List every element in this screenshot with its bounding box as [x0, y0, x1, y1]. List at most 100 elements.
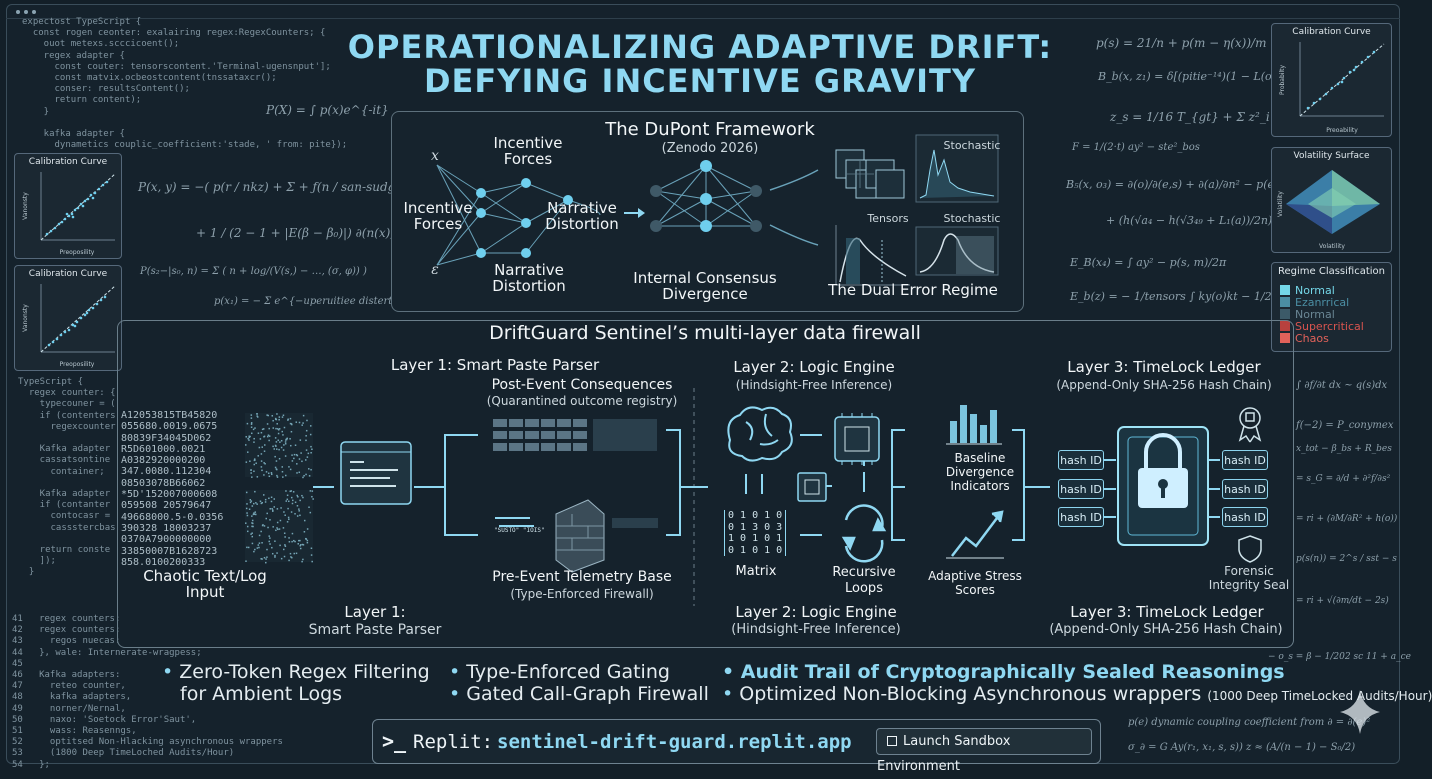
window-dot	[32, 10, 36, 14]
external-link-icon	[887, 736, 897, 746]
background-equation: B_b(x, z₁) = δ[(pitie⁻¹⁴)(1 − L(os))] / …	[1098, 70, 1315, 83]
firewall-panel	[117, 320, 1294, 648]
bullet-text: Zero-Token Regex Filtering	[179, 661, 430, 683]
packet-label: "SUSTO" "IOIS"	[494, 527, 545, 534]
baseline-divergence-label: Baseline Divergence Indicators	[945, 451, 1015, 493]
recursive-loops-label: Recursive Loops	[832, 565, 896, 596]
background-equation: σ_∂ = G Ay(r₁, x₁, s, s)) z ≈ (A/(n − 1)…	[1128, 742, 1356, 753]
post-event-label: Post-Event Consequences	[491, 377, 673, 393]
bullet-highlight: Audit Trail of Cryptographically Sealed …	[740, 661, 1285, 683]
background-equation: = ri + (∂M/∂R² + h(o))	[1296, 514, 1398, 524]
incentive-forces-top-label: Incentive Forces	[493, 134, 563, 168]
y-axis-label: Probabilty	[1279, 65, 1286, 95]
volatility-surface-chart: Volatility Surface Volatility Volatility	[1271, 147, 1392, 253]
bullet-group-audit: • Audit Trail of Cryptographically Seale…	[722, 661, 1432, 705]
layer1-footer: Layer 1:	[344, 603, 406, 621]
hash-id-box: hash ID	[1222, 507, 1268, 527]
firewall-title: DriftGuard Sentinel’s multi-layer data f…	[440, 323, 970, 343]
legend-item-normal: Normal	[1280, 285, 1335, 297]
post-event-sub: (Quarantined outcome registry)	[486, 394, 678, 408]
chart-title: Calibration Curve	[28, 269, 108, 279]
dupont-title: The DuPont Framework	[605, 119, 815, 140]
background-code-top: expectost TypeScript { const rogen ceont…	[22, 17, 348, 151]
background-equation: f(−2) = P_conymex	[1296, 420, 1394, 431]
layer1-footer-sub: Smart Paste Parser	[308, 622, 442, 638]
calibration-plot: Preoposility Vanonsty	[22, 284, 116, 368]
window-dot	[24, 10, 28, 14]
background-equation: − o_s = β − 1/202 sc 11 + a_ce	[1268, 652, 1411, 662]
bullet-text: Gated Call-Graph Firewall	[466, 683, 709, 705]
layer3-footer: Layer 3: TimeLock Ledger	[1070, 603, 1264, 621]
incentive-forces-left-label: Incentive Forces	[403, 199, 473, 233]
matrix-grid: 0 1 0 1 0 0 1 3 0 3 1 0 1 0 1 0 1 0 1 0	[724, 510, 787, 556]
background-equation: B₅(x, o₃) = ∂(o)/∂(e,s) + ∂(a)/∂n² − p(e…	[1066, 178, 1328, 191]
background-equation: P(x, y) = −( p(r / nkz) + Σ + ƒ(n / san-…	[138, 180, 416, 194]
layer3-header: Layer 3: TimeLock Ledger	[1067, 358, 1261, 376]
calibration-plot: Preoposility Vanonsty	[22, 172, 116, 256]
bullet-group-regex: • Zero-Token Regex Filtering for Ambient…	[162, 661, 430, 705]
replit-label: Replit:	[413, 731, 494, 753]
background-equation: ∫ ∂f/∂t dx ~ q(s)dx	[1296, 380, 1388, 391]
background-equation: E_b(z) = − 1/tensors ∫ ky(o)kt − 1/2t²	[1070, 290, 1281, 303]
background-equation: P(X) = ∫ p(x)e^{-it}	[266, 103, 389, 117]
hash-id-box: hash ID	[1058, 450, 1104, 470]
background-equation: + 1 / (2 − 1 + |E(β − β₀)|) ∂(n(x)) / f(…	[196, 226, 436, 240]
layer2-footer-sub: (Hindsight-Free Inference)	[731, 622, 901, 637]
replit-url-link[interactable]: sentinel-drift-guard.replit.app	[497, 731, 852, 753]
background-equation: p(x₁) = − Σ e^{−uperuitiee distertion}	[214, 296, 415, 307]
background-equation: F = 1/(2·t) ay² − ste²_bos	[1072, 142, 1200, 153]
dual-error-regime-label: The Dual Error Regime	[828, 281, 998, 299]
matrix-label: Matrix	[735, 564, 777, 579]
background-equation: = s_G = ∂/d + ∂²f/∂s²	[1296, 474, 1391, 484]
layer3-header-sub: (Append-Only SHA-256 Hash Chain)	[1056, 378, 1272, 392]
calibration-curve-chart-right: Calibration Curve Preoability Probabilty	[1271, 23, 1392, 137]
background-equation: P(s₂−|s₀, n) = Σ ( n + log/(V(s,) − …, (…	[140, 266, 367, 277]
chaotic-digits: A12053815TB45820 055680.0019.0675 80839F…	[121, 410, 224, 568]
window-dot	[16, 10, 20, 14]
legend-title: Regime Classification	[1277, 266, 1386, 277]
page-title: OPERATIONALIZING ADAPTIVE DRIFT: DEFYING…	[260, 30, 1140, 98]
page-title-line2: DEFYING INCENTIVE GRAVITY	[423, 62, 977, 100]
pre-event-sub: (Type-Enforced Firewall)	[510, 587, 654, 601]
stochastic-bottom-label: Stochastic	[943, 212, 1001, 225]
bullet-group-gating: • Type-Enforced Gating • Gated Call-Grap…	[449, 661, 709, 705]
forensic-seal-label: Forensic Integrity Seal	[1208, 564, 1290, 592]
x-axis-label: Preoposility	[60, 249, 95, 256]
dupont-subtitle: (Zenodo 2026)	[661, 141, 759, 156]
legend-item-chaos: Chaos	[1280, 333, 1329, 345]
scatter-points	[45, 180, 109, 236]
terminal-prompt-icon: >_	[382, 729, 407, 753]
adaptive-stress-label: Adaptive Stress Scores	[928, 569, 1022, 597]
background-equation: + (h(√a₄ − h(√3₄₉ + L₁(a))/2n)	[1106, 214, 1273, 227]
bullet-text: Type-Enforced Gating	[466, 661, 670, 683]
background-equation: z_s = 1/16 T_{gt} + Σ z²_i	[1110, 110, 1270, 124]
legend-item-ezanrrical: Ezanrrical	[1280, 297, 1349, 309]
calibration-curve-chart: Calibration Curve Preoposility Vanonsty	[14, 153, 122, 259]
layer2-footer: Layer 2: Logic Engine	[735, 603, 897, 621]
hash-id-box: hash ID	[1222, 450, 1268, 470]
legend-item-normal-2: Normal	[1280, 309, 1335, 321]
epsilon-symbol: ε	[431, 262, 439, 278]
background-equation: E_B(x₄) = ∫ ay² − p(s, m)/2π	[1070, 256, 1227, 269]
pre-event-label: Pre-Event Telemetry Base	[492, 569, 672, 585]
x-axis-label: Volatility	[1319, 243, 1345, 250]
page-title-line1: OPERATIONALIZING ADAPTIVE DRIFT:	[347, 28, 1053, 66]
chart-title: Calibration Curve	[1292, 27, 1371, 37]
calibration-curve-chart-2: Calibration Curve Preoposility Vanonsty	[14, 265, 122, 371]
tensors-label: Tensors	[867, 212, 909, 225]
volatility-surface-plot: Volatility Volatility	[1277, 170, 1380, 250]
background-equation: x_tot − β_bs + R_bes	[1296, 444, 1392, 454]
background-code-bottom: 41 regex counters: 42 regex counters: 43…	[12, 614, 283, 770]
layer2-header: Layer 2: Logic Engine	[733, 358, 895, 376]
narrative-distortion-bottom-label: Narrative Distortion	[492, 261, 566, 295]
chart-title: Volatility Surface	[1293, 151, 1370, 161]
x-symbol: x	[431, 148, 439, 164]
y-axis-label: Vanonsty	[22, 304, 29, 332]
background-equation: p(e) dynamic coupling coefficient from ∂…	[1128, 717, 1371, 728]
hash-id-box: hash ID	[1058, 507, 1104, 527]
y-axis-label: Vanonsty	[22, 192, 29, 220]
narrative-distortion-right-label: Narrative Distortion	[545, 199, 619, 233]
background-equation: = ri + √(∂m/dt − 2s)	[1296, 596, 1389, 606]
launch-sandbox-button[interactable]: Launch Sandbox Environment	[876, 728, 1092, 774]
bullet-text: Optimized Non-Blocking Asynchronous wrap…	[739, 683, 1202, 705]
